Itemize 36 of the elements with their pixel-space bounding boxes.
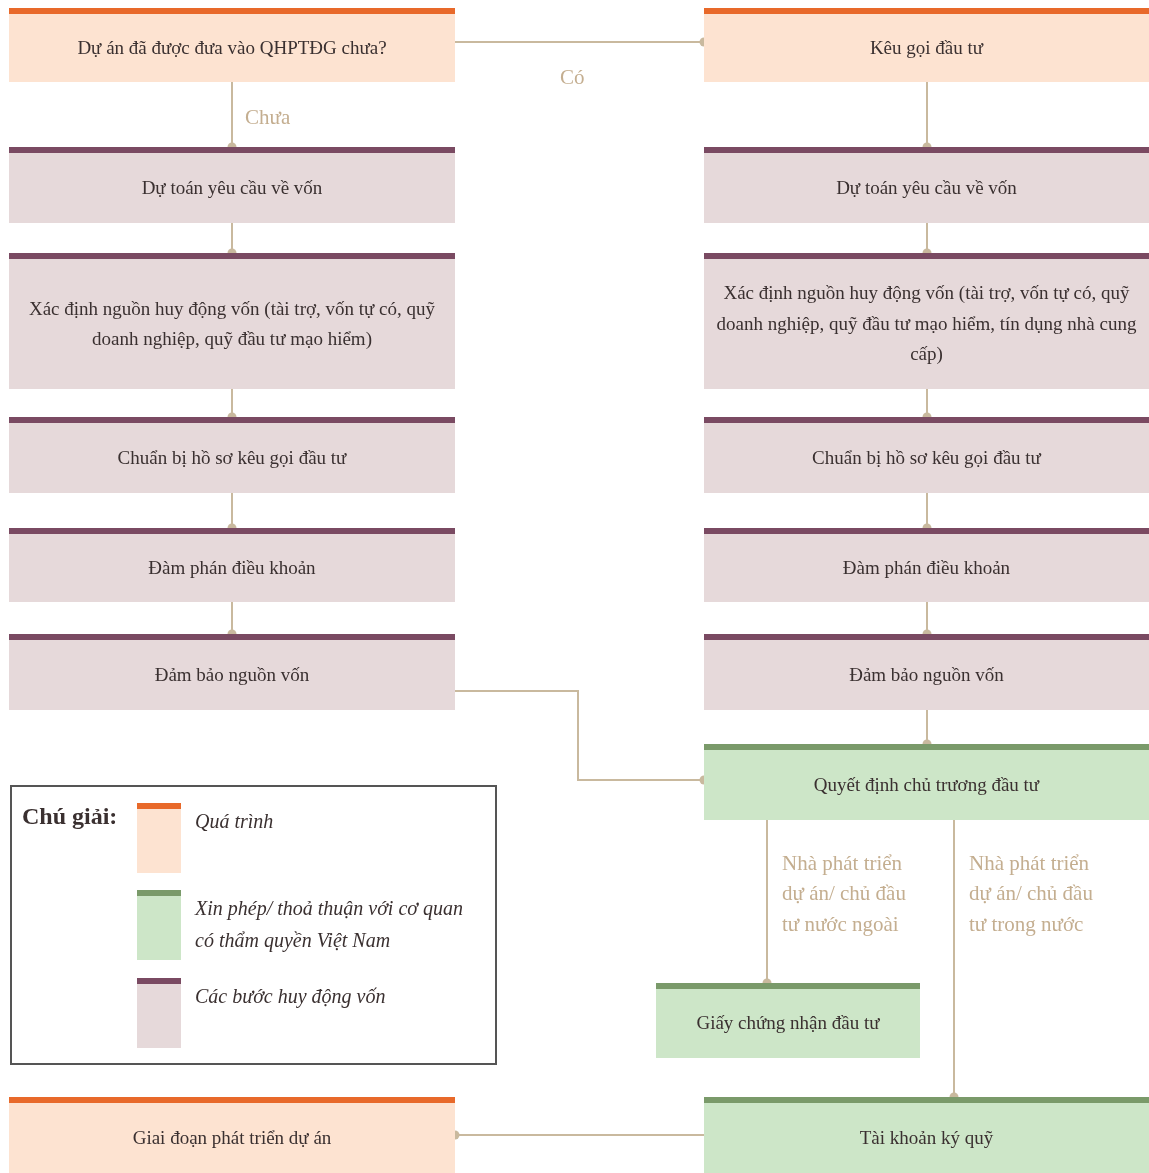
process-box xyxy=(9,1097,455,1173)
process-box xyxy=(9,147,455,223)
box-text: Giấy chứng nhận đầu tư xyxy=(696,1011,880,1036)
process-box xyxy=(704,634,1149,710)
box-text: Đảm bảo nguồn vốn xyxy=(154,662,310,687)
process-box xyxy=(656,983,920,1058)
process-box xyxy=(704,253,1149,389)
box-text: Giai đoạn phát triển dự án xyxy=(132,1125,332,1150)
process-box xyxy=(704,528,1149,602)
box-text: Xác định nguồn huy động vốn (tài trợ, vốn tự có, quỹ doanh nghiệp, quỹ đầu tư mạo hiểm) xyxy=(27,296,437,351)
process-box xyxy=(704,417,1149,493)
legend-text: Xin phép/ thoả thuận với cơ quan có thẩm quyền Việt Nam xyxy=(195,896,464,954)
legend-text: Quá trình xyxy=(195,809,275,834)
process-box xyxy=(704,147,1149,223)
box-text: Dự toán yêu cầu về vốn xyxy=(836,175,1017,200)
process-box xyxy=(704,1097,1149,1173)
process-box xyxy=(704,744,1149,820)
process-box xyxy=(9,253,455,389)
process-box xyxy=(704,8,1149,82)
legend-text: Các bước huy động vốn xyxy=(195,984,387,1010)
box-text: Xác định nguồn huy động vốn (tài trợ, vốn tự có, quỹ doanh nghiệp, quỹ đầu tư mạo hiểm, tín dụng nhà cung cấp) xyxy=(715,281,1138,367)
box-text: Quyết định chủ trương đầu tư xyxy=(813,772,1040,797)
box-text: Kêu gọi đầu tư xyxy=(869,35,984,60)
box-text: Đàm phán điều khoản xyxy=(842,555,1011,580)
box-text: Dự án đã được đưa vào QHPTĐG chưa? xyxy=(77,35,387,60)
box-text: Dự toán yêu cầu về vốn xyxy=(141,175,323,200)
box-text: Chuẩn bị hồ sơ kêu gọi đầu tư xyxy=(117,445,347,470)
process-box xyxy=(9,8,455,82)
process-box xyxy=(9,417,455,493)
legend-heading: Chú giải: xyxy=(22,802,118,831)
box-text: Đàm phán điều khoản xyxy=(148,555,316,580)
box-text: Chuẩn bị hồ sơ kêu gọi đầu tư xyxy=(812,445,1041,470)
box-text: Đảm bảo nguồn vốn xyxy=(849,662,1004,687)
box-text: Tài khoản ký quỹ xyxy=(859,1125,994,1150)
process-box xyxy=(9,634,455,710)
process-box xyxy=(9,528,455,602)
